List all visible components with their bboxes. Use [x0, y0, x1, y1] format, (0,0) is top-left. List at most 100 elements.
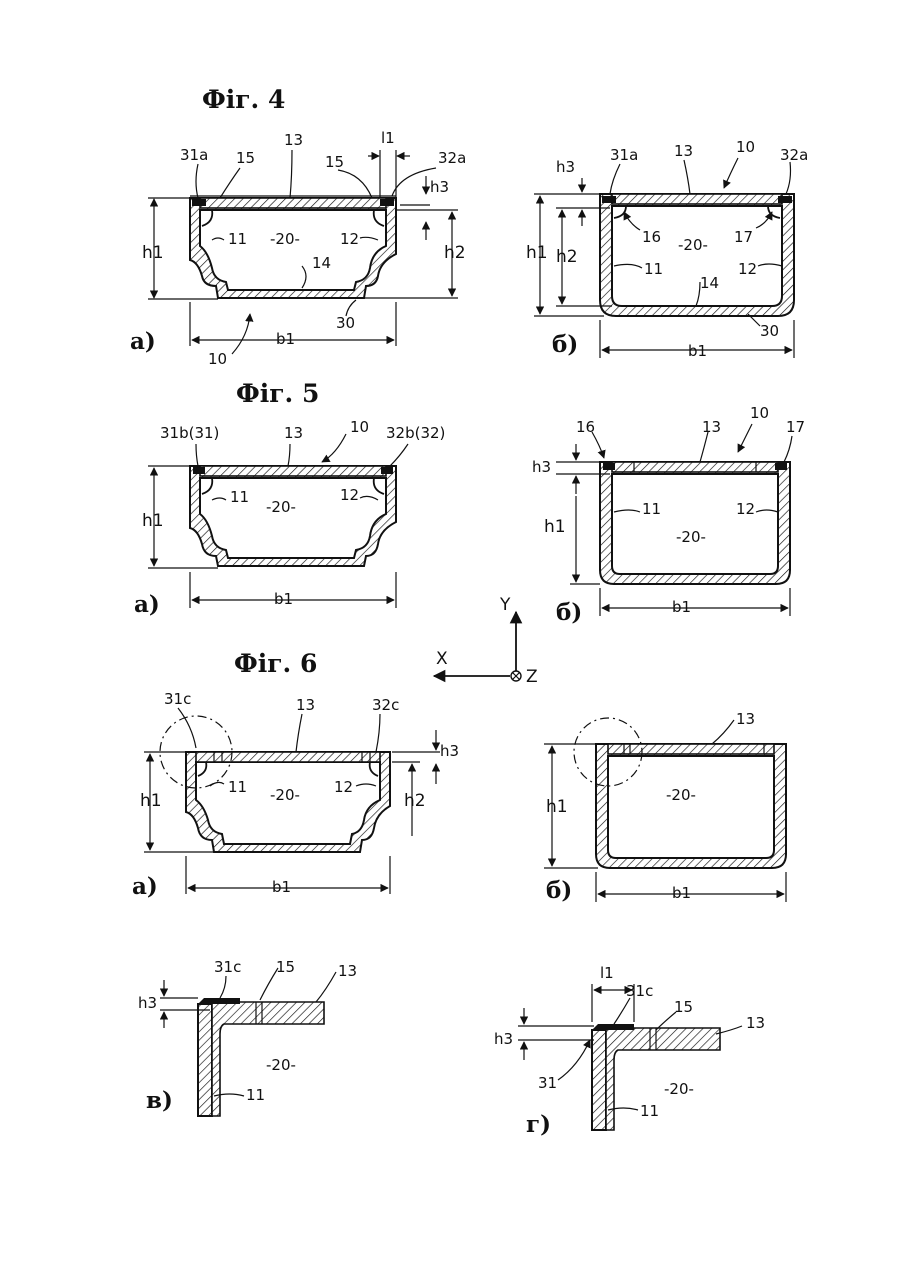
fig4b-label-12: 12	[738, 260, 757, 278]
fig5a-label-31b: 31b(31)	[160, 424, 219, 442]
fig4a-label-12: 12	[340, 230, 359, 248]
fig6-d-detail-drawing	[518, 984, 742, 1130]
fig4b-label-32a: 32a	[780, 146, 808, 164]
fig6-b-drawing	[544, 718, 786, 902]
fig4b-label-h2: h2	[556, 247, 578, 267]
fig4a-cover-13	[200, 198, 386, 208]
fig4b-housing-wall	[600, 194, 794, 316]
fig4a-label-32a: 32a	[438, 149, 466, 167]
fig5b-label-h3: h3	[532, 458, 551, 476]
fig6a-label-h1: h1	[140, 791, 162, 811]
fig6c-label-11: 11	[246, 1086, 265, 1104]
fig6d-sublabel: г)	[526, 1111, 551, 1138]
fig4b-sublabel: б)	[552, 331, 578, 358]
fig4a-label-20: -20-	[270, 230, 300, 248]
fig4a-label-h1: h1	[142, 243, 164, 263]
fig4a-label-30: 30	[336, 314, 355, 332]
fig5b-label-17: 17	[786, 418, 805, 436]
fig6a-label-31c: 31c	[164, 690, 191, 708]
fig5b-label-b1: b1	[672, 598, 691, 616]
fig5b-housing-wall	[600, 462, 790, 584]
fig6c-label-31c: 31c	[214, 958, 241, 976]
fig4a-label-h2: h2	[444, 243, 466, 263]
fig5b-label-12: 12	[736, 500, 755, 518]
fig4b-label-17: 17	[734, 228, 753, 246]
fig4a-label-l1: l1	[381, 129, 395, 147]
fig6b-label-20: -20-	[666, 786, 696, 804]
fig4b-label-10: 10	[736, 138, 755, 156]
fig6d-label-31c: 31c	[626, 982, 653, 1000]
fig5b-label-h1: h1	[544, 517, 566, 537]
fig5b-sublabel: б)	[556, 599, 582, 626]
fig4a-label-15-right: 15	[325, 153, 344, 171]
axis-label-y: Y	[499, 595, 511, 615]
fig4a-seal-32a	[380, 199, 394, 206]
fig6a-label-b1: b1	[272, 878, 291, 896]
fig6c-sublabel: в)	[146, 1087, 173, 1114]
fig6d-label-l1: l1	[600, 964, 614, 982]
fig4-title: Фіг. 4	[202, 85, 285, 114]
fig6c-wall-11	[198, 1004, 212, 1116]
fig6d-label-20: -20-	[664, 1080, 694, 1098]
fig4a-seal-31a	[192, 199, 206, 206]
fig6d-seal-31c	[592, 1024, 634, 1030]
fig6a-sublabel: а)	[132, 873, 158, 900]
fig6a-label-12: 12	[334, 778, 353, 796]
fig6b-sublabel: б)	[546, 877, 572, 904]
fig5b-label-11: 11	[642, 500, 661, 518]
fig6d-label-13: 13	[746, 1014, 765, 1032]
fig5b-label-13: 13	[702, 418, 721, 436]
fig5-title: Фіг. 5	[236, 379, 319, 408]
fig6b-label-b1: b1	[672, 884, 691, 902]
fig4b-label-14: 14	[700, 274, 719, 292]
fig4b-label-30: 30	[760, 322, 779, 340]
fig6c-label-13: 13	[338, 962, 357, 980]
fig6d-label-31: 31	[538, 1074, 557, 1092]
fig5b-label-16: 16	[576, 418, 595, 436]
fig6c-label-h3: h3	[138, 994, 157, 1012]
fig6d-label-h3: h3	[494, 1030, 513, 1048]
fig4b-seal-32a	[778, 196, 792, 203]
fig4a-sublabel: а)	[130, 328, 156, 355]
fig5a-label-32b: 32b(32)	[386, 424, 445, 442]
fig6d-label-11: 11	[640, 1102, 659, 1120]
fig6b-label-h1: h1	[546, 797, 568, 817]
fig6a-label-32c: 32c	[372, 696, 399, 714]
fig6d-wall-11	[592, 1030, 606, 1130]
fig4a-label-h3: h3	[430, 178, 449, 196]
fig4b-label-16: 16	[642, 228, 661, 246]
fig4a-housing-wall	[190, 198, 396, 298]
fig6c-label-20: -20-	[266, 1056, 296, 1074]
fig5a-label-b1: b1	[274, 590, 293, 608]
fig6a-cover-13	[196, 752, 380, 762]
fig6c-seal-31c	[198, 998, 240, 1004]
fig5a-label-10: 10	[350, 418, 369, 436]
fig4a-label-31a: 31a	[180, 146, 208, 164]
fig5a-sublabel: а)	[134, 591, 160, 618]
fig4a-label-10: 10	[208, 350, 227, 368]
fig5b-label-20: -20-	[676, 528, 706, 546]
fig6b-cover-13	[608, 744, 774, 754]
fig5a-seal-31b	[193, 467, 205, 474]
fig5a-label-20: -20-	[266, 498, 296, 516]
fig6a-label-11: 11	[228, 778, 247, 796]
fig5b-label-10: 10	[750, 404, 769, 422]
fig4b-label-20: -20-	[678, 236, 708, 254]
axis-label-z: Z	[526, 667, 538, 687]
fig4a-label-15-left: 15	[236, 149, 255, 167]
fig5b-seal-17	[775, 463, 787, 470]
fig6d-cover-13	[606, 1028, 720, 1130]
fig4b-cover-13	[612, 194, 782, 204]
fig6b-label-13: 13	[736, 710, 755, 728]
fig5b-cover-13	[612, 462, 778, 472]
fig5a-label-12: 12	[340, 486, 359, 504]
fig6d-label-15: 15	[674, 998, 693, 1016]
fig6a-label-20: -20-	[270, 786, 300, 804]
fig4a-label-13: 13	[284, 131, 303, 149]
fig4-a-drawing	[148, 150, 458, 354]
axis-label-x: X	[436, 649, 448, 669]
fig6c-label-15: 15	[276, 958, 295, 976]
fig6b-housing-wall	[596, 744, 786, 868]
fig4b-seal-31a	[602, 196, 616, 203]
